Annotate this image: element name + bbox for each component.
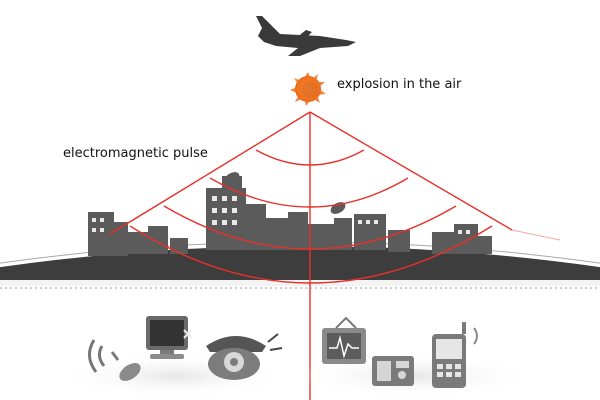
building-windows xyxy=(92,196,470,234)
radio-icon xyxy=(372,356,414,386)
signal-waves-icon xyxy=(88,339,106,373)
oscilloscope-monitor-icon xyxy=(322,316,366,364)
rotary-telephone-icon xyxy=(206,333,283,380)
pulse-label: electromagnetic pulse xyxy=(63,146,208,161)
mobile-phone-icon xyxy=(432,322,478,388)
explosion-icon xyxy=(290,72,326,106)
pulse-waves xyxy=(109,111,513,400)
fighter-jet-icon xyxy=(256,16,356,56)
pulse-fade xyxy=(511,229,561,241)
device-pad-right xyxy=(295,354,535,398)
satellite-dish-icon xyxy=(110,351,141,381)
computer-monitor-icon xyxy=(146,316,193,359)
explosion-label: explosion in the air xyxy=(337,77,462,92)
